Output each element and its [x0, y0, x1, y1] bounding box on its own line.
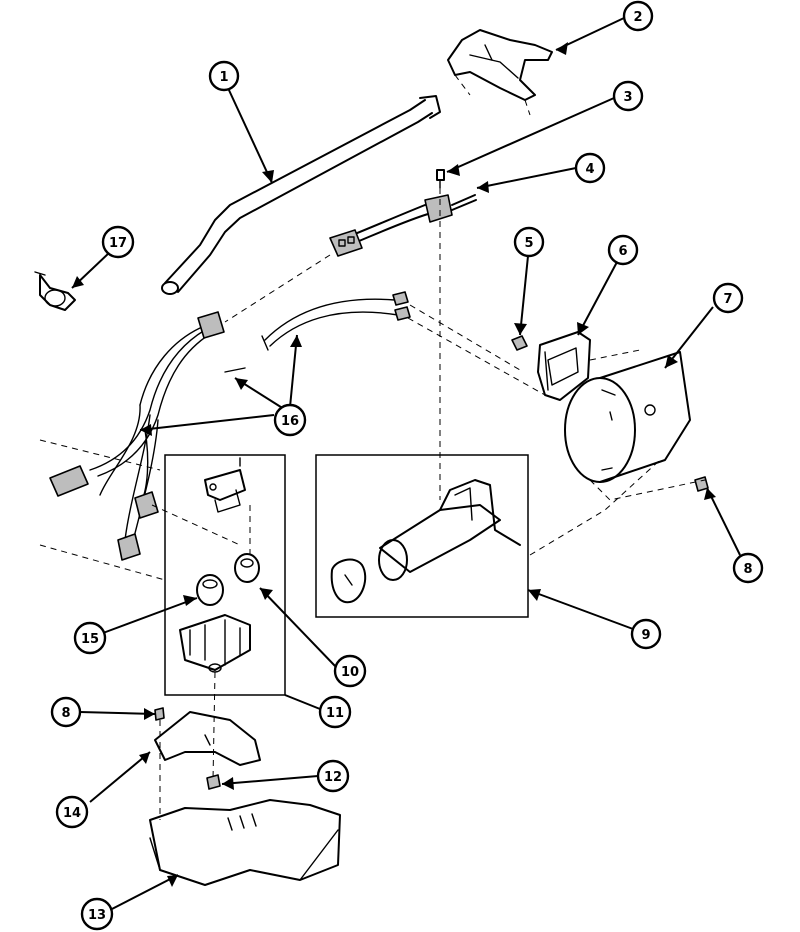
callout-label: 3 — [623, 90, 632, 105]
callout-label: 8 — [61, 706, 70, 721]
callout-label: 9 — [641, 628, 650, 643]
callout-label: 11 — [326, 706, 344, 721]
callout-3: 3 — [612, 80, 644, 112]
callout-label: 10 — [341, 665, 359, 680]
callout-label: 6 — [618, 244, 627, 259]
burner-cap — [330, 558, 367, 604]
callout-label: 4 — [585, 162, 594, 177]
arrowheads — [72, 42, 716, 887]
screw-12 — [206, 774, 221, 790]
callout-17: 17 — [101, 225, 135, 259]
callout-7: 7 — [712, 282, 744, 314]
sensor-wires — [261, 291, 411, 351]
callout-4: 4 — [574, 152, 606, 184]
leader-lines — [71, 17, 741, 911]
callout-label: 15 — [81, 632, 99, 647]
top-bracket — [447, 29, 553, 116]
alignment-lines — [39, 188, 706, 820]
screw-8-left — [154, 707, 165, 721]
callout-8-left: 8 — [50, 696, 82, 728]
igniter-connector — [339, 194, 477, 249]
callout-9: 9 — [630, 618, 662, 650]
gas-valve-box — [164, 454, 286, 696]
callout-label: 12 — [324, 770, 342, 785]
screw-3 — [436, 169, 445, 189]
callout-1: 1 — [208, 60, 240, 92]
callout-6: 6 — [607, 234, 639, 266]
callout-label: 8 — [743, 562, 752, 577]
coil-upper — [234, 553, 260, 583]
callout-13: 13 — [80, 897, 114, 931]
burner-assembly-box — [315, 454, 529, 618]
mounting-plate — [154, 711, 261, 766]
burner-tube — [378, 479, 521, 581]
callout-10: 10 — [333, 654, 367, 688]
callout-label: 7 — [723, 292, 732, 307]
gas-valve-body — [179, 614, 251, 673]
callout-label: 13 — [88, 908, 106, 923]
callout-label: 17 — [109, 236, 127, 251]
coil-lower — [196, 574, 224, 606]
callout-14: 14 — [55, 795, 89, 829]
callout-8-right: 8 — [732, 552, 764, 584]
callout-15: 15 — [73, 621, 107, 655]
callout-5: 5 — [513, 226, 545, 258]
callout-label: 16 — [281, 414, 299, 429]
screw-5 — [511, 335, 528, 351]
callout-2: 2 — [622, 0, 654, 32]
callout-11: 11 — [318, 695, 352, 729]
wire-harness — [49, 311, 246, 561]
valve-bracket-small — [204, 457, 246, 513]
screw-8-right — [694, 476, 709, 492]
callout-label: 2 — [633, 10, 642, 25]
callout-label: 5 — [524, 236, 533, 251]
callout-label: 1 — [219, 70, 228, 85]
burner-housing — [564, 351, 691, 483]
callout-12: 12 — [316, 759, 350, 793]
callout-label: 14 — [63, 806, 81, 821]
clamp — [34, 271, 76, 311]
callout-16: 16 — [273, 403, 307, 437]
base-panel — [149, 799, 341, 886]
gas-tube — [161, 95, 441, 295]
harness-plug-upper — [329, 229, 363, 257]
clip-bracket — [537, 331, 591, 401]
